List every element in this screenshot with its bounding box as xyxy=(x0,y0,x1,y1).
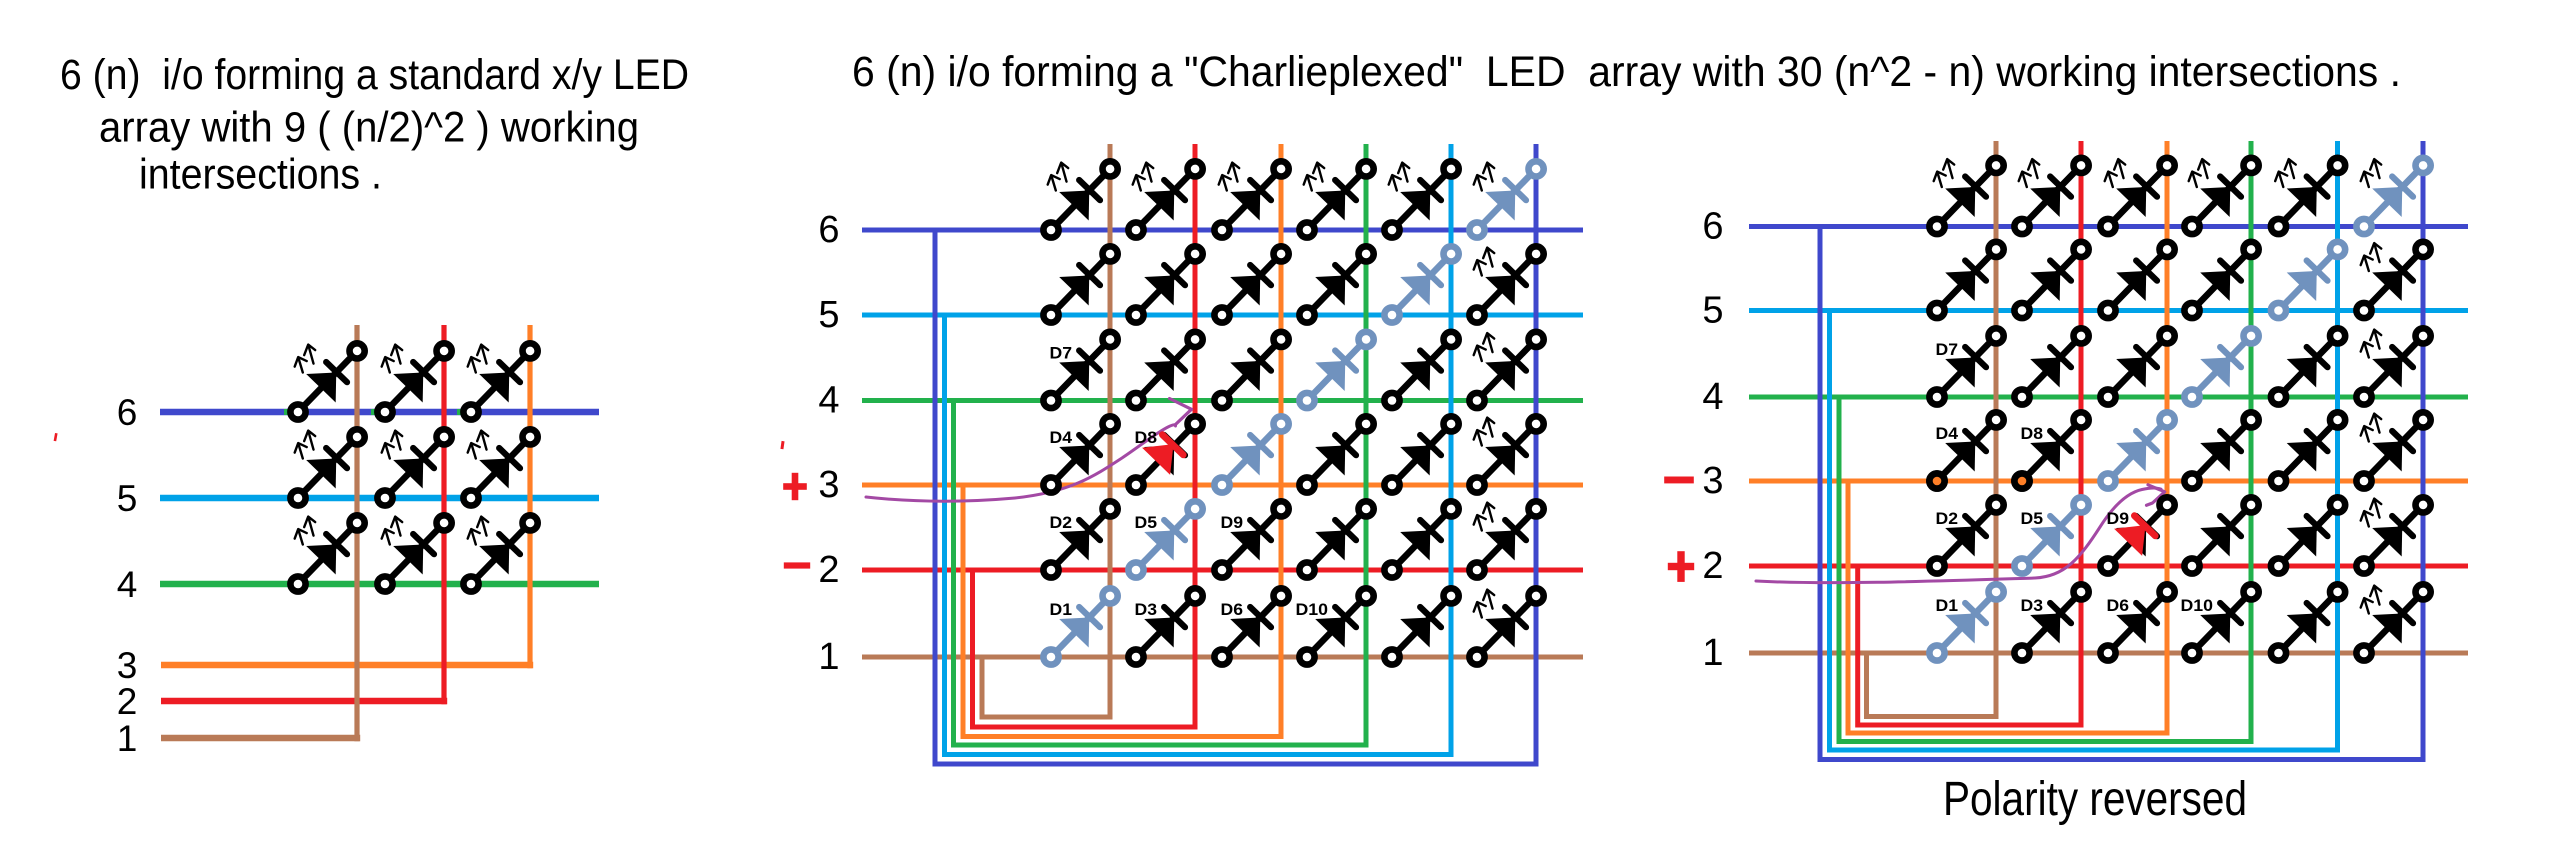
svg-text:5: 5 xyxy=(117,478,138,519)
svg-text:D8: D8 xyxy=(2021,424,2044,443)
svg-text:D7: D7 xyxy=(1050,344,1073,363)
svg-text:3: 3 xyxy=(1702,460,1723,502)
svg-text:5: 5 xyxy=(1702,290,1723,332)
svg-text:D4: D4 xyxy=(1936,424,1959,443)
svg-text:D10: D10 xyxy=(2181,596,2214,615)
svg-text:D1: D1 xyxy=(1936,596,1959,615)
svg-text:D10: D10 xyxy=(1296,600,1329,619)
svg-text:D6: D6 xyxy=(1221,600,1244,619)
svg-text:D9: D9 xyxy=(1221,513,1244,532)
svg-text:Polarity reversed: Polarity reversed xyxy=(1943,773,2247,826)
svg-text:D2: D2 xyxy=(1936,509,1959,528)
svg-text:6: 6 xyxy=(117,392,138,433)
svg-text:6 (n) i/o forming a "Charliepl: 6 (n) i/o forming a "Charlieplexed" LED … xyxy=(852,48,2401,96)
svg-text:D3: D3 xyxy=(2021,596,2044,615)
svg-text:D1: D1 xyxy=(1050,600,1073,619)
svg-text:6: 6 xyxy=(1702,206,1723,248)
svg-text:3: 3 xyxy=(818,464,839,506)
svg-text:D8: D8 xyxy=(1135,428,1158,447)
svg-text:6 (n) i/o forming a standard: 6 (n) i/o forming a standard x/y LED xyxy=(60,51,689,99)
svg-text:4: 4 xyxy=(818,380,839,422)
svg-text:2: 2 xyxy=(1702,545,1723,587)
svg-text:D4: D4 xyxy=(1050,428,1073,447)
svg-text:1: 1 xyxy=(1702,632,1723,674)
svg-text:4: 4 xyxy=(1702,376,1723,418)
svg-text:D5: D5 xyxy=(2021,509,2044,528)
svg-text:D7: D7 xyxy=(1936,340,1959,359)
svg-text:D5: D5 xyxy=(1135,513,1158,532)
svg-text:1: 1 xyxy=(117,718,138,759)
svg-text:D2: D2 xyxy=(1050,513,1073,532)
svg-text:D3: D3 xyxy=(1135,600,1158,619)
svg-text:intersections .: intersections . xyxy=(139,151,382,199)
svg-text:3: 3 xyxy=(117,645,138,686)
svg-text:2: 2 xyxy=(818,549,839,591)
svg-text:4: 4 xyxy=(117,564,138,605)
svg-text:5: 5 xyxy=(818,294,839,336)
svg-text:D9: D9 xyxy=(2107,509,2130,528)
svg-text:1: 1 xyxy=(818,636,839,678)
svg-text:6: 6 xyxy=(818,209,839,251)
svg-text:array with 9 ( (n/2)^2 ) worki: array with 9 ( (n/2)^2 ) working xyxy=(99,104,639,152)
svg-text:D6: D6 xyxy=(2107,596,2130,615)
svg-text:2: 2 xyxy=(117,681,138,722)
